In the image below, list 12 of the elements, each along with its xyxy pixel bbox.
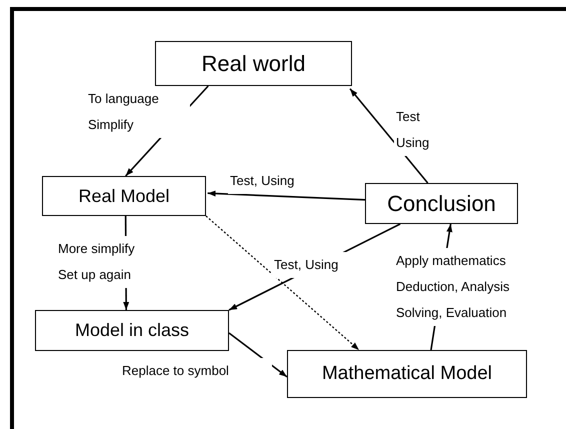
node-text: Conclusion: [387, 190, 496, 218]
node-text: Mathematical Model: [322, 362, 492, 386]
process-box: [42, 176, 206, 216]
process-box: [155, 41, 352, 86]
node-text: Real Model: [78, 184, 170, 208]
node-text: Real world: [202, 50, 306, 78]
process-box: [365, 183, 518, 224]
process-box: [287, 350, 527, 398]
dotted-arrow: [206, 216, 360, 350]
node-text: Model in class: [74, 319, 190, 342]
arrow: [208, 190, 366, 201]
process-box: [35, 310, 229, 351]
